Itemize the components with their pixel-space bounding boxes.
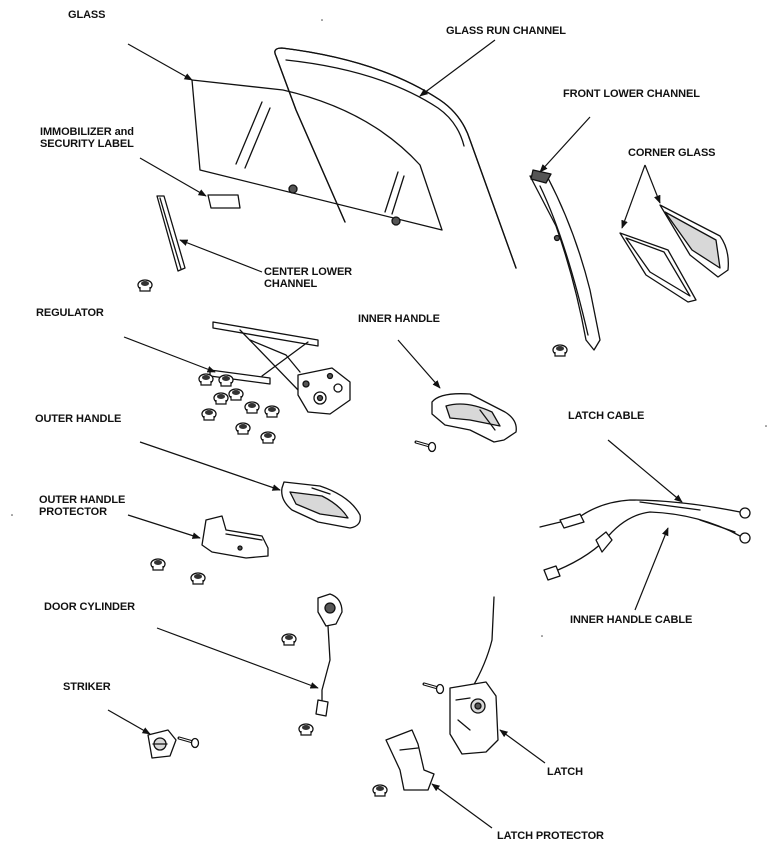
leader-outer-handle-protector [127,514,201,539]
label-outer-handle-protector-line1: OUTER HANDLE [39,494,126,506]
security-label [207,194,241,209]
label-immobilizer-line2: SECURITY LABEL [40,138,134,150]
label-inner-handle: INNER HANDLE [358,313,440,325]
leader-door-cylinder [156,627,319,689]
outer-handle-bolts [150,558,206,585]
label-regulator: REGULATOR [36,307,104,319]
label-inner-handle-cable: INNER HANDLE CABLE [570,614,693,626]
glass-run-channel [274,47,517,269]
outer-door-handle [281,481,361,529]
corner-glass [619,204,729,303]
leader-glass [127,43,193,81]
label-outer-handle-protector-line2: PROTECTOR [39,506,107,518]
label-latch-protector: LATCH PROTECTOR [497,830,604,842]
leader-inner-handle [397,339,441,389]
label-immobilizer-line1: IMMOBILIZER and [40,126,134,138]
label-outer-handle: OUTER HANDLE [35,413,122,425]
window-regulator [209,321,351,415]
latch-protector [372,729,435,797]
leader-latch-cable [607,439,683,503]
leader-striker [107,709,151,735]
center-lower-channel [137,195,186,292]
door-glass [191,79,443,231]
leader-corner-glass-b [644,164,661,204]
inner-door-handle [414,393,517,453]
leader-security-label [139,157,207,197]
label-center-lower-channel-line1: CENTER LOWER [264,266,353,278]
door-striker [147,729,200,759]
scan-specks [11,19,767,637]
outer-handle-protector [201,515,269,559]
leader-latch-protector [431,783,493,829]
label-glass: GLASS [68,9,106,21]
leader-corner-glass-a [621,164,646,229]
leader-regulator [123,336,216,373]
leader-glass-run-channel [419,39,496,97]
label-center-lower-channel-line2: CHANNEL [264,278,318,290]
leader-center-lower-channel [179,239,263,273]
leader-outer-handle [139,441,281,491]
label-front-lower-channel: FRONT LOWER CHANNEL [563,88,700,100]
label-striker: STRIKER [63,681,111,693]
leader-latch [499,729,546,764]
latch-cable [539,499,751,529]
door-latch [422,596,499,755]
leader-lines [107,39,683,829]
inner-handle-cable [543,511,751,581]
label-latch-cable: LATCH CABLE [568,410,645,422]
leader-inner-handle-cable [634,527,669,611]
door-cylinder [281,593,343,736]
label-glass-run-channel: GLASS RUN CHANNEL [446,25,566,37]
regulator-bolts [198,373,280,444]
front-lower-channel [529,169,601,357]
label-corner-glass: CORNER GLASS [628,147,716,159]
label-door-cylinder: DOOR CYLINDER [44,601,135,613]
label-latch: LATCH [547,766,583,778]
leader-front-lower-channel [539,116,591,173]
